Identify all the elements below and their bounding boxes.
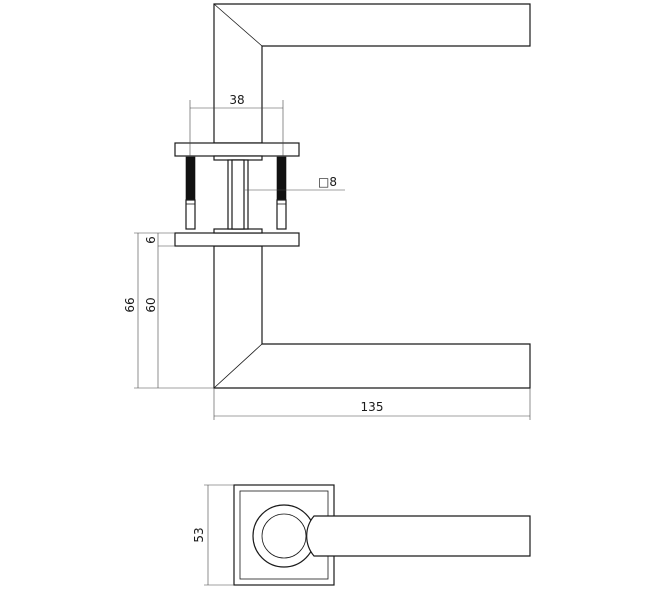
dim-label-height-lever: 60 bbox=[144, 297, 158, 312]
dim-label-spindle: □8 bbox=[318, 175, 337, 189]
dim-label-rose-thickness: 6 bbox=[144, 236, 158, 244]
top-view bbox=[233, 484, 531, 586]
left-screw bbox=[185, 156, 196, 230]
dimension-lever-length: 135 bbox=[213, 388, 531, 420]
lower-lever bbox=[213, 245, 531, 389]
right-screw bbox=[276, 156, 287, 230]
upper-rose bbox=[174, 142, 300, 157]
dim-label-lever-length: 135 bbox=[361, 400, 384, 414]
dimension-rose-size: 53 bbox=[192, 484, 234, 586]
dim-label-height-total: 66 bbox=[123, 297, 137, 312]
round-collar-inner bbox=[261, 513, 307, 559]
dim-label-rose-size: 53 bbox=[192, 527, 206, 542]
lower-rose bbox=[174, 232, 300, 247]
upper-lever bbox=[213, 3, 531, 144]
dimension-spindle: □8 bbox=[245, 175, 345, 191]
dim-label-rose-spacing: 38 bbox=[229, 93, 244, 107]
dimension-heights: 66 60 6 bbox=[123, 232, 214, 389]
dimension-rose-spacing: 38 bbox=[189, 93, 284, 156]
lever-top-view bbox=[306, 515, 531, 557]
spindle-assembly bbox=[213, 155, 263, 234]
